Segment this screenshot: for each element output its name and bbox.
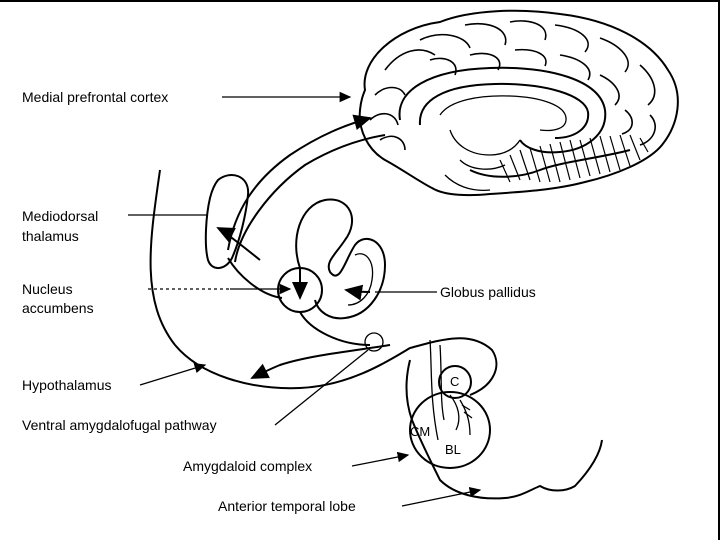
outer-limbic-curve — [149, 169, 498, 396]
pathway-junction-circle — [364, 332, 384, 352]
central-nucleus-outline — [438, 365, 472, 399]
nucleus-accumbens-label-line1: Nucleus — [22, 281, 73, 297]
mediodorsal-thalamus-outline — [204, 174, 250, 269]
brain-drawing — [358, 9, 679, 197]
amygdaloid-complex-label: Amygdaloid complex — [183, 458, 313, 474]
hypothalamus-label: Hypothalamus — [22, 377, 112, 393]
c-region-label: C — [450, 374, 460, 389]
cm-region-label: CM — [410, 424, 431, 439]
ventral-amygdalofugal-pathway-label: Ventral amygdalofugal pathway — [22, 417, 217, 433]
globus-pallidus-outline — [295, 198, 387, 320]
medial-prefrontal-cortex-label: Medial prefrontal cortex — [22, 89, 169, 105]
globus-pallidus-label: Globus pallidus — [440, 284, 536, 300]
amygdala-outline — [409, 391, 491, 469]
nucleus-accumbens-label-line2: accumbens — [22, 300, 94, 316]
anterior-temporal-lobe-label: Anterior temporal lobe — [218, 498, 356, 514]
bl-region-label: BL — [445, 442, 461, 457]
mediodorsal-thalamus-label-line2: thalamus — [22, 228, 79, 244]
mediodorsal-thalamus-label-line1: Mediodorsal — [22, 208, 99, 224]
